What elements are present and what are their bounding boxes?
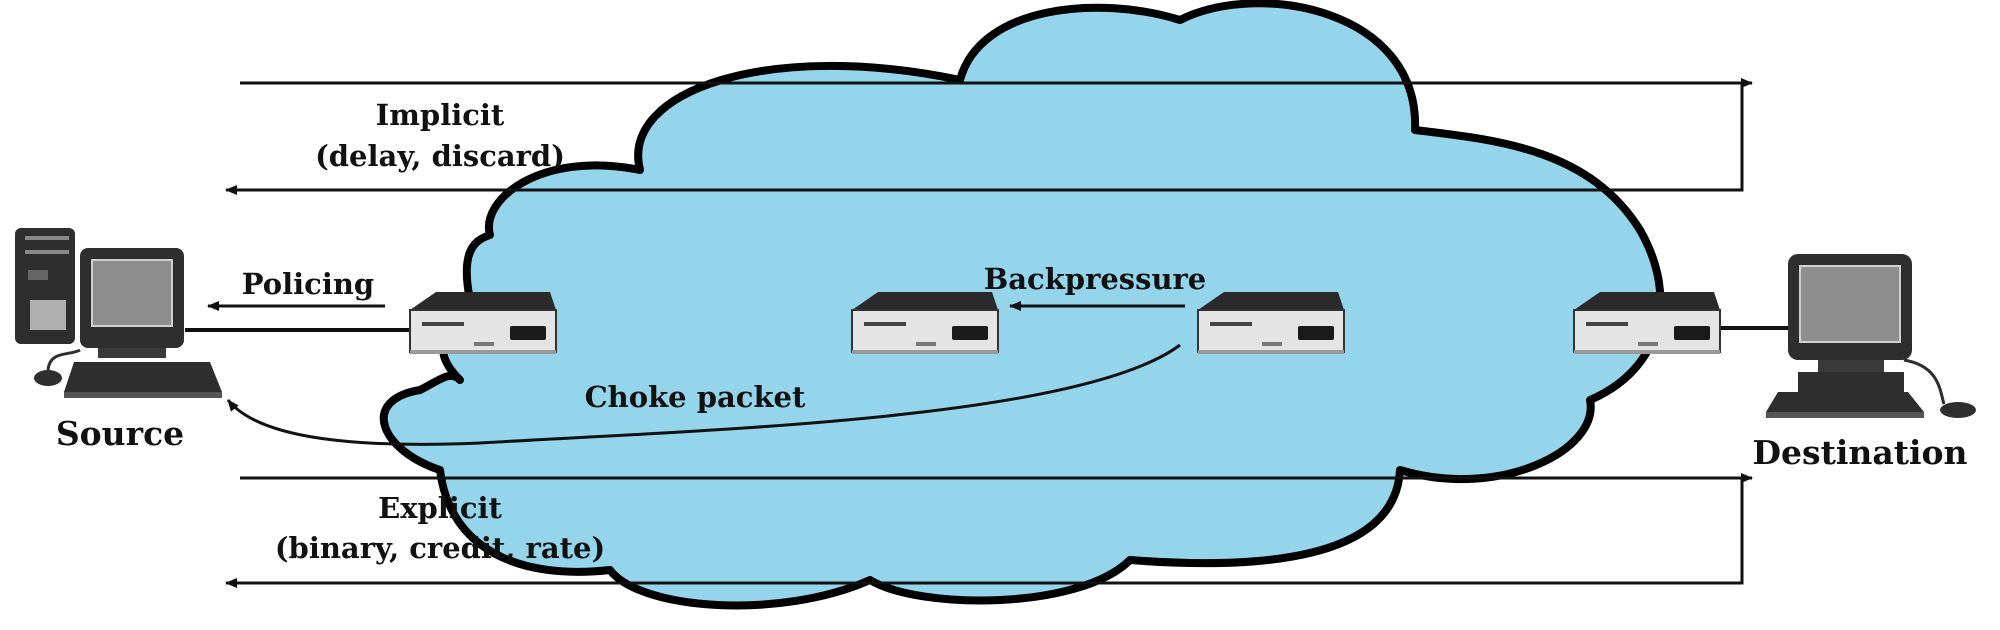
router-icon (851, 291, 999, 355)
implicit-return-arrow (225, 83, 1744, 195)
implicit-detail-label: (delay, discard) (315, 139, 565, 173)
implicit-label: Implicit (376, 98, 505, 132)
explicit-detail-label: (binary, credit, rate) (275, 531, 605, 565)
router-icon (1197, 291, 1345, 355)
destination-label: Destination (1752, 433, 1967, 472)
router-icon (1573, 291, 1721, 355)
choke-packet-label: Choke packet (585, 380, 806, 414)
source-computer-icon (15, 228, 222, 398)
backpressure-label: Backpressure (984, 262, 1207, 296)
router-icon (409, 291, 557, 355)
explicit-label: Explicit (378, 491, 502, 525)
network-cloud (379, 0, 1665, 610)
choke-packet-arrow (226, 343, 1181, 446)
policing-label: Policing (242, 267, 374, 301)
destination-computer-icon (1766, 254, 1976, 418)
source-label: Source (56, 414, 184, 453)
explicit-return-arrow (225, 478, 1744, 588)
